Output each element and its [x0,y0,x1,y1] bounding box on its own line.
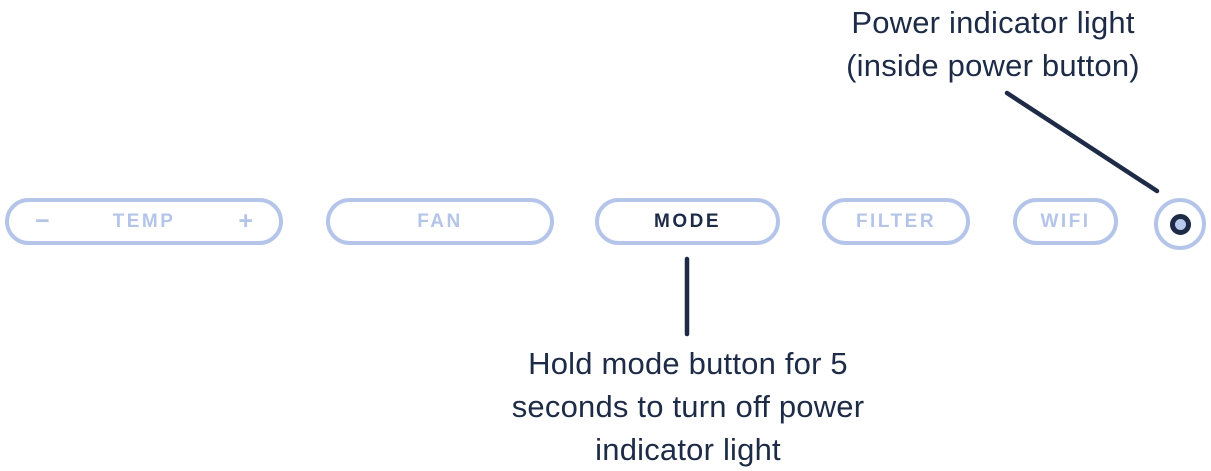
power-annotation-line-2: (inside power button) [846,48,1140,83]
filter-button[interactable]: FILTER [822,198,970,245]
mode-button[interactable]: MODE [595,198,780,245]
mode-button-label: MODE [654,210,721,232]
power-button[interactable] [1154,198,1206,250]
mode-hold-annotation: Hold mode button for 5 seconds to turn o… [487,342,889,471]
power-indicator-annotation: Power indicator light (inside power butt… [815,1,1171,87]
wifi-button-label: WIFI [1040,210,1091,232]
temp-minus-icon[interactable]: − [35,207,50,235]
temp-plus-icon[interactable]: + [238,207,253,235]
wifi-button[interactable]: WIFI [1013,198,1118,245]
power-indicator-light [1169,213,1191,235]
mode-annotation-line-3: indicator light [595,432,781,467]
filter-button-label: FILTER [855,210,937,232]
mode-annotation-line-2: seconds to turn off power [511,389,865,424]
fan-button[interactable]: FAN [326,198,554,245]
fan-button-label: FAN [417,210,463,232]
power-connector-line [1004,90,1160,194]
mode-annotation-line-1: Hold mode button for 5 [528,346,848,381]
power-annotation-line-1: Power indicator light [851,5,1135,40]
temp-button[interactable]: − TEMP + [5,198,283,245]
temp-button-label: TEMP [112,210,176,232]
